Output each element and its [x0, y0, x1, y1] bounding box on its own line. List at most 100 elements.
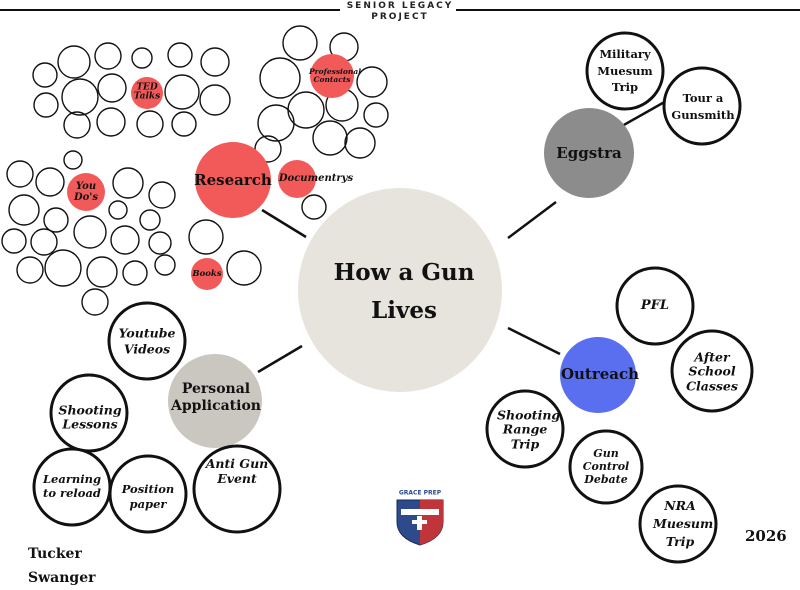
school-logo [396, 499, 444, 546]
idea-circle [81, 288, 109, 316]
header-line2: PROJECT [371, 12, 429, 22]
youtube-videos-label: Youtube Videos [118, 325, 176, 356]
anti-gun-circle [192, 444, 282, 534]
shooting-lessons-circle [49, 373, 129, 453]
shooting-range-label: Shooting Range Trip [497, 407, 561, 452]
idea-circle [131, 47, 153, 69]
idea-circle [282, 25, 318, 61]
research-hub [195, 142, 271, 218]
military-circle [585, 31, 665, 111]
idea-circle [148, 181, 176, 209]
idea-circle [154, 254, 176, 276]
eggstra-hub [544, 108, 634, 198]
youtube-circle [107, 301, 187, 381]
position-circle [108, 454, 188, 534]
idea-circle [6, 160, 34, 188]
idea-circle [8, 194, 40, 226]
logo-text: GRACE PREP [398, 489, 442, 497]
you-dos-label: You Do's [73, 181, 99, 203]
pfl-label: PFL [640, 298, 670, 314]
idea-circle [122, 260, 148, 286]
idea-circle [108, 200, 128, 220]
idea-circle [61, 78, 99, 116]
shooting-range-circle [485, 389, 565, 469]
outreach-hub [560, 337, 636, 413]
year-label: 2026 [745, 527, 787, 545]
idea-circle [35, 167, 65, 197]
military-museum-label: Military Muesum Trip [597, 46, 653, 95]
research-label: Research [194, 171, 272, 189]
connector-personal [257, 344, 303, 374]
professional-contacts-label: Professional Contacts [309, 66, 362, 84]
center-title: How a Gun Lives [334, 254, 475, 330]
learning-reload-label: Learning to reload [42, 472, 102, 500]
idea-circle [301, 194, 327, 220]
idea-circle [63, 111, 91, 139]
research-idea-circles [1, 25, 389, 316]
idea-circle [344, 127, 376, 159]
author-name: Tucker Swanger [28, 542, 95, 590]
idea-circle [199, 84, 231, 116]
idea-circle [112, 167, 144, 199]
center-circle [298, 188, 502, 392]
personal-line2: Application [171, 398, 261, 414]
documentrys-circle [278, 160, 316, 198]
personal-line1: Personal [181, 381, 251, 398]
idea-circle [57, 45, 91, 79]
idea-circle [32, 62, 58, 88]
idea-circle [96, 107, 126, 137]
project-header: SENIOR LEGACY PROJECT [0, 1, 800, 23]
pfl-circle [615, 266, 695, 346]
nra-circle [638, 484, 718, 564]
documentrys-label: Documentrys [278, 173, 354, 184]
idea-circle [363, 102, 389, 128]
personal-application-hub [168, 354, 262, 448]
idea-circle [110, 225, 140, 255]
idea-circle [136, 110, 164, 138]
connector-outreach [507, 326, 561, 356]
idea-circle [94, 42, 122, 70]
connector-eggstra [507, 201, 557, 239]
idea-circle [148, 231, 172, 255]
books-label: Books [192, 268, 222, 279]
idea-circle [97, 73, 127, 103]
idea-circle [200, 47, 230, 77]
gun-control-label: Gun Control Debate [582, 447, 630, 487]
idea-circle [139, 209, 161, 231]
idea-circle [257, 104, 295, 142]
anti-gun-event-label: Anti Gun Event [205, 456, 269, 486]
idea-circle [43, 207, 69, 233]
gunsmith-label: Tour a Gunsmith [671, 90, 735, 122]
shooting-lessons-label: Shooting Lessons [58, 402, 122, 432]
connector-research [261, 208, 307, 239]
you-dos-circle [67, 173, 105, 211]
idea-circle [226, 250, 262, 286]
author-first-name: Tucker [28, 546, 82, 562]
idea-circle [86, 256, 118, 288]
after-school-label: After School Classes [686, 349, 738, 394]
idea-circle [16, 256, 44, 284]
gun-control-circle [568, 429, 644, 505]
idea-circle [63, 150, 83, 170]
idea-circle [30, 228, 58, 256]
professional-contacts-circle [310, 54, 354, 98]
position-paper-label: Position paper [121, 482, 175, 511]
nra-museum-label: NRA Muesum Trip [653, 497, 714, 550]
center-title-line2: Lives [371, 297, 437, 324]
idea-circle [1, 228, 27, 254]
personal-application-label: Personal Application [168, 381, 264, 415]
idea-circle [44, 249, 82, 287]
idea-circle [73, 215, 107, 249]
ted-talks-circle [131, 77, 163, 109]
idea-circle [167, 42, 193, 68]
gunsmith-circle [662, 66, 742, 146]
outreach-label: Outreach [560, 365, 640, 383]
idea-circle [171, 111, 197, 137]
after-school-circle [670, 329, 754, 413]
eggstra-label: Eggstra [556, 144, 622, 162]
idea-circle [188, 219, 224, 255]
idea-circle [356, 66, 388, 98]
idea-circle [312, 120, 348, 156]
item-circles [32, 31, 754, 564]
